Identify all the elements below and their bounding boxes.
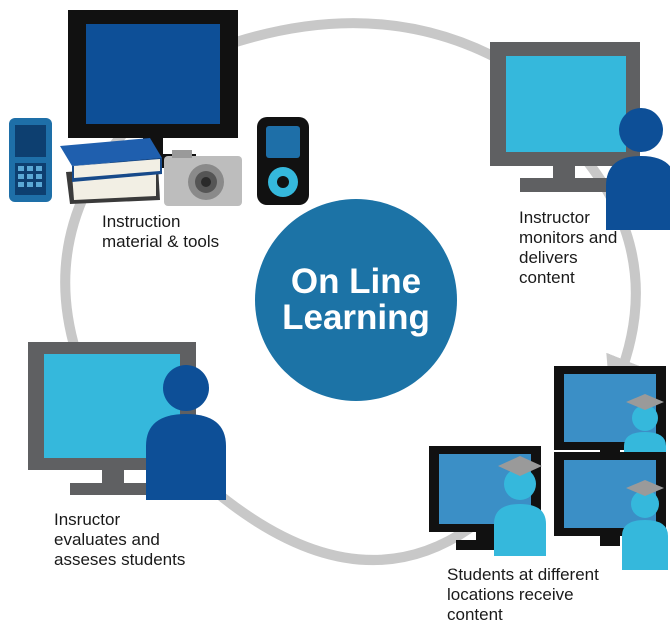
books-icon	[60, 138, 162, 204]
stage-instruction-material	[9, 10, 309, 206]
phone-icon	[9, 118, 52, 202]
stage-label-instructor-monitors: Instructor monitors and delivers content	[519, 208, 618, 287]
stage-label-instruction-material: Instruction material & tools	[102, 212, 220, 251]
media-player-icon	[257, 117, 309, 205]
instructor-icon	[606, 108, 670, 230]
monitor-icon	[490, 42, 640, 192]
arrow-instructor-to-students	[574, 146, 646, 400]
stage-instructor-evaluates	[28, 342, 226, 500]
stage-label-students: Students at different locations receive …	[447, 565, 599, 624]
stage-students	[429, 366, 668, 570]
graduation-cap-icon	[498, 456, 542, 476]
student-icon	[624, 394, 666, 462]
student-icon	[494, 456, 546, 556]
center-title: On Line Learning	[282, 262, 430, 337]
stage-label-instructor-evaluates: Insructor evaluates and asseses students	[54, 510, 186, 569]
graduation-cap-icon	[626, 394, 664, 410]
stage-instructor-monitors	[490, 42, 670, 230]
center-circle: On Line Learning	[255, 199, 457, 401]
student-icon	[622, 480, 668, 570]
instructor-icon	[146, 365, 226, 500]
graduation-cap-icon	[626, 480, 664, 496]
camera-icon	[164, 150, 242, 206]
